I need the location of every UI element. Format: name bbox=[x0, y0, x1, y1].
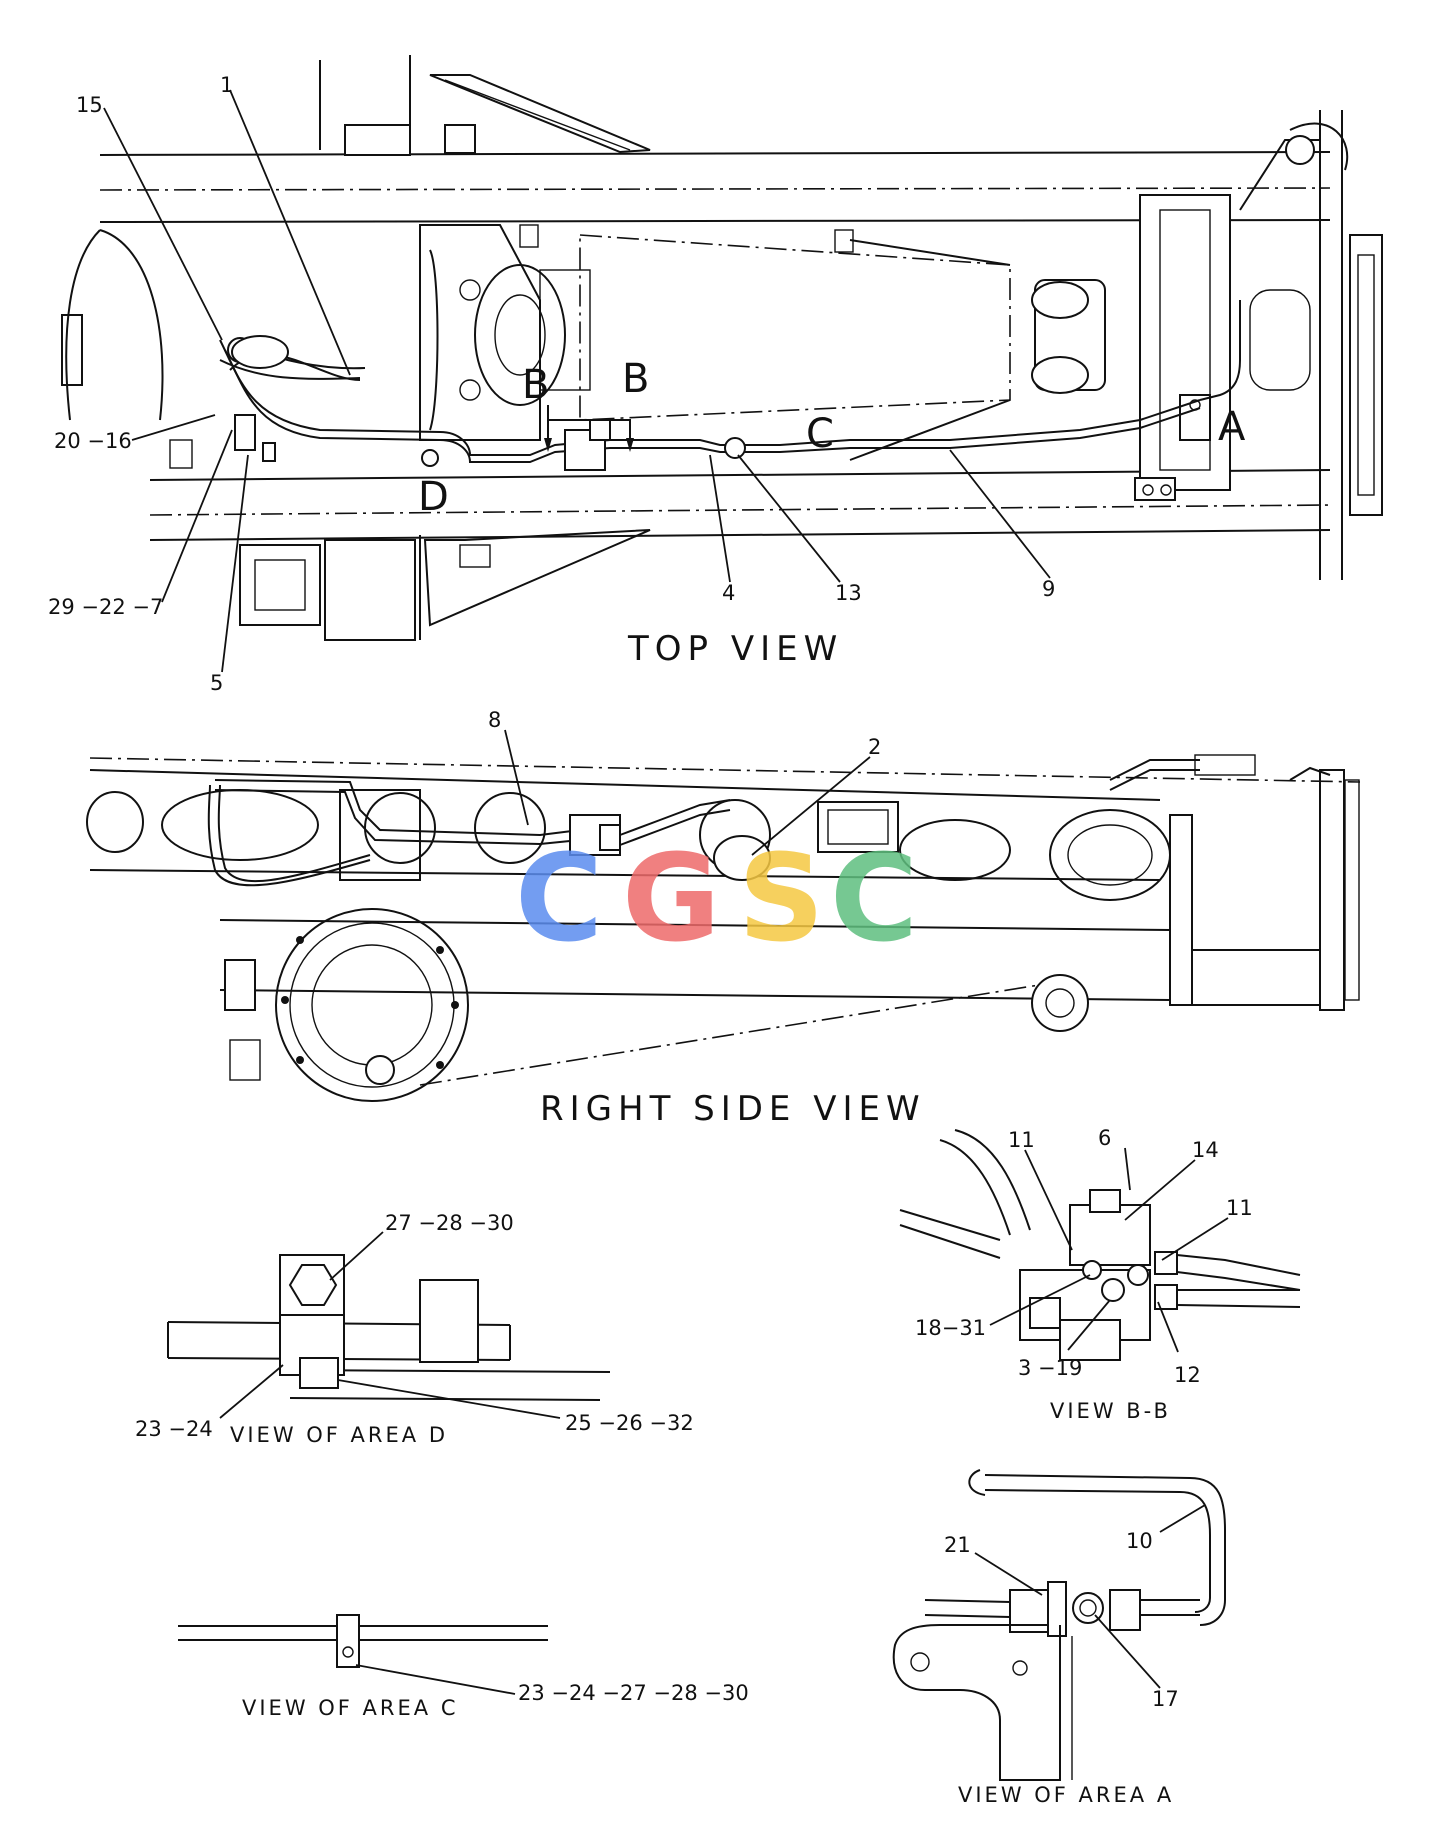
callout-29-22-7: 29 −22 −7 bbox=[48, 595, 163, 619]
area-c-drawing bbox=[178, 1614, 548, 1668]
section-marker-b-left: B bbox=[522, 362, 549, 408]
callout-27-28-30: 27 −28 −30 bbox=[385, 1211, 514, 1235]
area-a-leaders bbox=[974, 1504, 1206, 1689]
section-marker-b-right: B bbox=[622, 356, 649, 402]
watermark-letter-c2: C bbox=[830, 830, 918, 969]
callout-3-19: 3 −19 bbox=[1018, 1356, 1082, 1380]
cgsc-watermark: C G S C bbox=[515, 830, 918, 969]
watermark-letter-g: G bbox=[622, 830, 721, 969]
top-view-title: TOP VIEW bbox=[627, 629, 843, 669]
area-d-leaders bbox=[219, 1231, 561, 1419]
callout-13: 13 bbox=[835, 581, 862, 605]
callout-23-24: 23 −24 bbox=[135, 1417, 213, 1441]
callout-11-upper-left: 11 bbox=[1008, 1128, 1035, 1152]
callout-20-16: 20 −16 bbox=[54, 429, 132, 453]
callout-6: 6 bbox=[1098, 1126, 1111, 1150]
area-c-title: VIEW OF AREA C bbox=[242, 1696, 458, 1720]
callout-11-right: 11 bbox=[1226, 1196, 1253, 1220]
callout-4: 4 bbox=[722, 581, 735, 605]
side-view-leaders bbox=[504, 729, 871, 856]
area-a-drawing bbox=[892, 1469, 1226, 1781]
callout-12: 12 bbox=[1174, 1363, 1201, 1387]
callout-15: 15 bbox=[76, 93, 103, 117]
section-marker-a: A bbox=[1218, 404, 1246, 450]
view-bb-leaders bbox=[989, 1147, 1229, 1353]
area-d-drawing bbox=[167, 1254, 611, 1401]
callout-5: 5 bbox=[210, 671, 223, 695]
callout-8: 8 bbox=[488, 708, 501, 732]
callout-17: 17 bbox=[1152, 1687, 1179, 1711]
area-d-title: VIEW OF AREA D bbox=[230, 1423, 448, 1447]
callout-9: 9 bbox=[1042, 577, 1055, 601]
area-a-title: VIEW OF AREA A bbox=[958, 1783, 1174, 1807]
section-marker-d: D bbox=[418, 474, 449, 520]
right-side-view-drawing bbox=[86, 754, 1361, 1102]
top-view-leaders bbox=[103, 89, 1051, 673]
watermark-letter-c1: C bbox=[515, 830, 603, 969]
view-bb-drawing bbox=[899, 1129, 1301, 1361]
right-side-view-title: RIGHT SIDE VIEW bbox=[540, 1089, 926, 1129]
top-view-drawing bbox=[61, 55, 1383, 641]
view-bb-title: VIEW B-B bbox=[1050, 1399, 1171, 1423]
callout-25-26-32: 25 −26 −32 bbox=[565, 1411, 694, 1435]
watermark-letter-s: S bbox=[738, 830, 824, 969]
section-marker-c: C bbox=[806, 411, 834, 457]
area-c-leader bbox=[355, 1664, 516, 1695]
callout-23-24-27-28-30: 23 −24 −27 −28 −30 bbox=[518, 1681, 749, 1705]
callout-18-31: 18−31 bbox=[915, 1316, 986, 1340]
callout-21: 21 bbox=[944, 1533, 971, 1557]
callout-1: 1 bbox=[220, 73, 233, 97]
callout-2: 2 bbox=[868, 735, 881, 759]
callout-10: 10 bbox=[1126, 1529, 1153, 1553]
callout-14: 14 bbox=[1192, 1138, 1219, 1162]
